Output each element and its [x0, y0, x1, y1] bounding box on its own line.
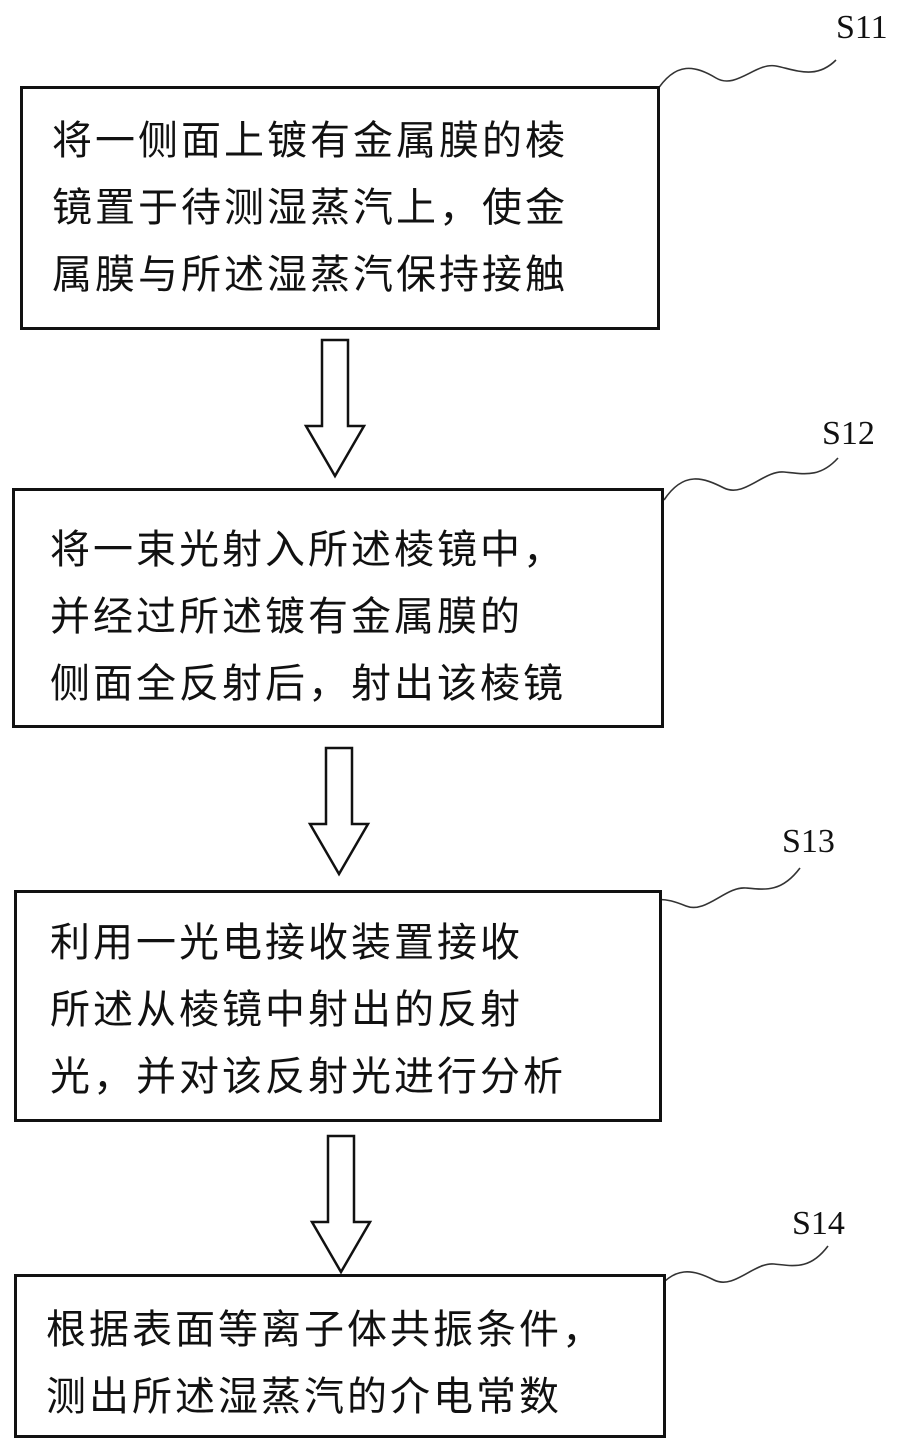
step-text-s14: 根据表面等离子体共振条件， 测出所述湿蒸汽的介电常数 [46, 1297, 605, 1431]
step-text-line: 侧面全反射后，射出该棱镜 [50, 651, 566, 718]
flow-arrow-s12-s13 [310, 748, 368, 874]
step-label-s13: S13 [782, 822, 835, 862]
leader-line-s14 [654, 1246, 828, 1294]
step-text-line: 测出所述湿蒸汽的介电常数 [46, 1364, 605, 1431]
step-label-s14: S14 [792, 1204, 845, 1244]
step-text-line: 光，并对该反射光进行分析 [50, 1044, 566, 1111]
step-text-line: 属膜与所述湿蒸汽保持接触 [52, 242, 568, 309]
step-text-line: 并经过所述镀有金属膜的 [50, 584, 566, 651]
flow-arrow-s11-s12 [306, 340, 364, 476]
step-text-line: 利用一光电接收装置接收 [50, 910, 566, 977]
step-text-s12: 将一束光射入所述棱镜中， 并经过所述镀有金属膜的 侧面全反射后，射出该棱镜 [50, 517, 566, 718]
step-text-s13: 利用一光电接收装置接收 所述从棱镜中射出的反射 光，并对该反射光进行分析 [50, 910, 566, 1111]
step-text-line: 镜置于待测湿蒸汽上，使金 [52, 175, 568, 242]
step-text-line: 根据表面等离子体共振条件， [46, 1297, 605, 1364]
step-text-line: 所述从棱镜中射出的反射 [50, 977, 566, 1044]
flow-arrow-s13-s14 [312, 1136, 370, 1272]
leader-line-s12 [664, 458, 838, 500]
leader-line-s11 [656, 60, 836, 92]
step-label-s11: S11 [836, 8, 888, 48]
step-text-line: 将一束光射入所述棱镜中， [50, 517, 566, 584]
step-text-line: 将一侧面上镀有金属膜的棱 [52, 108, 568, 175]
step-text-s11: 将一侧面上镀有金属膜的棱 镜置于待测湿蒸汽上，使金 属膜与所述湿蒸汽保持接触 [52, 108, 568, 309]
step-label-s12: S12 [822, 414, 875, 454]
